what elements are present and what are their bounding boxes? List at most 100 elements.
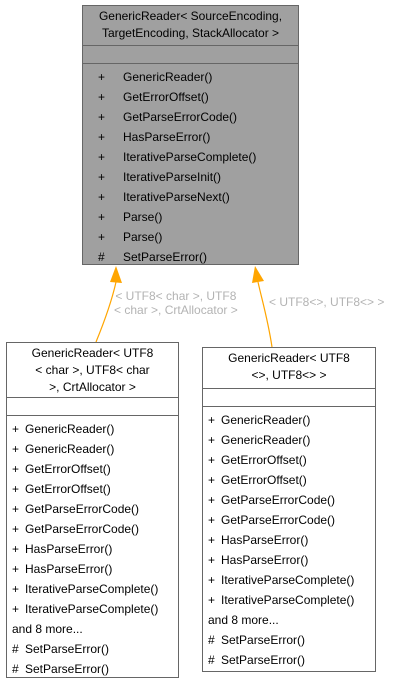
base-class-title-line: TargetEncoding, StackAllocator > [101, 26, 280, 40]
member-name: IterativeParseComplete() [25, 602, 159, 616]
member-name: Parse() [123, 210, 163, 224]
member-name: SetParseError() [221, 653, 306, 667]
base-member-row[interactable]: + GetErrorOffset() [83, 87, 298, 107]
base-class-node[interactable]: GenericReader< SourceEncoding, TargetEnc… [82, 5, 299, 265]
derived-class-node-right[interactable]: GenericReader< UTF8 <>, UTF8<> > +Generi… [202, 347, 376, 672]
member-visibility: + [12, 482, 20, 496]
member-name: and 8 more... [208, 613, 279, 627]
left-class-title-line: >, CrtAllocator > [49, 380, 136, 394]
member-visibility: + [12, 462, 20, 476]
right-member-row[interactable]: +IterativeParseComplete() [203, 570, 375, 590]
member-name: SetParseError() [25, 642, 110, 656]
right-member-row[interactable]: +GenericReader() [203, 410, 375, 430]
right-member-row[interactable]: +GenericReader() [203, 430, 375, 450]
right-member-row[interactable]: +HasParseError() [203, 530, 375, 550]
member-visibility: + [208, 593, 216, 607]
left-member-row[interactable]: + GenericReader() [7, 419, 178, 439]
left-class-title: GenericReader< UTF8 < char >, UTF8< char… [7, 343, 178, 397]
base-member-row[interactable]: + Parse() [83, 207, 298, 227]
left-class-title-line: GenericReader< UTF8 [31, 346, 154, 360]
left-member-row[interactable]: +IterativeParseComplete() [7, 579, 178, 599]
member-name: IterativeParseComplete() [123, 150, 257, 164]
left-member-row[interactable]: #SetParseError() [7, 659, 178, 679]
left-member-row[interactable]: +HasParseError() [7, 539, 178, 559]
left-class-title-line: < char >, UTF8< char [35, 363, 150, 377]
member-name: GenericReader() [123, 70, 213, 84]
right-class-title-line: GenericReader< UTF8 [228, 351, 350, 365]
left-member-row[interactable]: + GetParseErrorCode() [7, 499, 178, 519]
member-visibility: + [12, 522, 20, 536]
member-name: GetParseErrorCode() [25, 502, 140, 516]
member-visibility: + [98, 130, 106, 144]
member-visibility: + [98, 110, 106, 124]
right-member-row[interactable]: and 8 more... [203, 610, 375, 630]
member-name: GetParseErrorCode() [25, 522, 140, 536]
member-visibility: # [208, 653, 215, 667]
base-member-row[interactable]: + HasParseError() [83, 127, 298, 147]
member-visibility: + [12, 422, 20, 436]
member-visibility: + [98, 70, 106, 84]
member-visibility: + [98, 90, 106, 104]
member-name: IterativeParseComplete() [221, 573, 355, 587]
left-member-row[interactable]: # SetParseError() [7, 639, 178, 659]
base-member-row[interactable]: + Parse() [83, 227, 298, 247]
member-visibility: # [12, 642, 19, 656]
left-member-row[interactable]: + GetErrorOffset() [7, 459, 178, 479]
member-visibility: + [12, 602, 20, 616]
left-member-row[interactable]: +HasParseError() [7, 559, 178, 579]
right-member-row[interactable]: # SetParseError() [203, 650, 375, 670]
left-member-row[interactable]: +GenericReader() [7, 439, 178, 459]
edge-left-arrowhead [110, 266, 122, 283]
right-member-row[interactable]: +GetErrorOffset() [203, 450, 375, 470]
member-name: GenericReader() [25, 422, 115, 436]
base-class-title: GenericReader< SourceEncoding, TargetEnc… [83, 6, 298, 45]
right-methods-section: +GenericReader()+GenericReader()+GetErro… [203, 406, 375, 670]
base-member-row[interactable]: +GetParseErrorCode() [83, 107, 298, 127]
member-visibility: + [98, 230, 106, 244]
member-name: HasParseError() [221, 553, 309, 567]
right-member-row[interactable]: #SetParseError() [203, 630, 375, 650]
right-member-row[interactable]: +GetParseErrorCode() [203, 510, 375, 530]
member-name: GetErrorOffset() [221, 473, 307, 487]
member-name: GenericReader() [221, 413, 311, 427]
member-name: HasParseError() [221, 533, 309, 547]
left-member-row[interactable]: + IterativeParseComplete() [7, 599, 178, 619]
left-member-row[interactable]: and 8 more... [7, 619, 178, 639]
derived-class-node-left[interactable]: GenericReader< UTF8 < char >, UTF8< char… [6, 342, 179, 678]
member-visibility: # [208, 633, 215, 647]
member-name: GetParseErrorCode() [221, 493, 336, 507]
right-attributes-section [203, 388, 375, 406]
member-name: GetErrorOffset() [221, 453, 307, 467]
member-name: SetParseError() [123, 250, 208, 264]
member-name: and 8 more... [12, 622, 83, 636]
left-member-row[interactable]: +GetErrorOffset() [7, 479, 178, 499]
member-name: GetErrorOffset() [123, 90, 209, 104]
base-member-row[interactable]: #SetParseError() [83, 247, 298, 267]
right-member-row[interactable]: + GetErrorOffset() [203, 470, 375, 490]
right-class-title: GenericReader< UTF8 <>, UTF8<> > [203, 348, 375, 388]
right-member-row[interactable]: + IterativeParseComplete() [203, 590, 375, 610]
base-methods-section: + GenericReader() + GetErrorOffset() +GetPar… [83, 63, 298, 267]
member-name: HasParseError() [25, 562, 113, 576]
base-member-row[interactable]: +IterativeParseComplete() [83, 147, 298, 167]
member-name: HasParseError() [123, 130, 211, 144]
edge-right-label-text: < UTF8<>, UTF8<> > [269, 295, 385, 309]
edge-right-label: < UTF8<>, UTF8<> > [269, 295, 384, 309]
member-visibility: + [208, 513, 216, 527]
member-visibility: + [12, 502, 20, 516]
base-member-row[interactable]: +IterativeParseNext() [83, 187, 298, 207]
member-name: GenericReader() [221, 433, 311, 447]
right-member-row[interactable]: +HasParseError() [203, 550, 375, 570]
base-member-row[interactable]: + GenericReader() [83, 67, 298, 87]
left-member-row[interactable]: + GetParseErrorCode() [7, 519, 178, 539]
member-name: IterativeParseComplete() [25, 582, 159, 596]
member-name: IterativeParseComplete() [221, 593, 355, 607]
member-visibility: + [98, 210, 106, 224]
base-attributes-section [83, 45, 298, 63]
member-visibility: + [208, 473, 216, 487]
base-member-row[interactable]: +IterativeParseInit() [83, 167, 298, 187]
right-member-row[interactable]: +GetParseErrorCode() [203, 490, 375, 510]
member-name: Parse() [123, 230, 163, 244]
member-name: GetErrorOffset() [25, 462, 111, 476]
